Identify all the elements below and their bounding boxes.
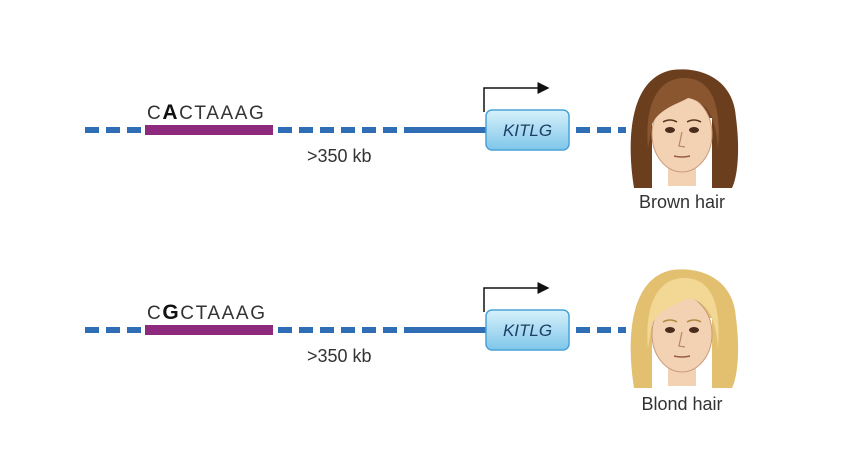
phenotype-label: Brown hair <box>638 192 726 212</box>
right-eye <box>689 327 699 333</box>
hair-front <box>647 78 719 148</box>
row-brown: KITLG <box>85 82 626 151</box>
sequence-label: CGCTAAAG <box>147 301 267 325</box>
sequence-prefix: C <box>147 303 163 324</box>
nose <box>678 331 686 348</box>
phenotype-label: Blond hair <box>641 394 723 414</box>
nose <box>678 131 686 148</box>
mouth <box>673 155 691 158</box>
gene-label: KITLG <box>503 121 552 140</box>
transcription-start-arrow <box>483 282 550 312</box>
mouth <box>673 355 691 358</box>
distance-label: >350 kb <box>307 346 372 366</box>
sequence-variant-base: A <box>162 101 180 124</box>
gene-box <box>485 309 570 351</box>
sequence-prefix: C <box>147 103 163 124</box>
face-brown-hair-illustration <box>630 69 739 189</box>
face-blond-hair-illustration <box>630 269 739 388</box>
hair-front <box>647 278 719 348</box>
eyebrows <box>662 319 702 323</box>
right-eye <box>689 127 699 133</box>
left-eye <box>665 127 675 133</box>
left-eye <box>665 327 675 333</box>
eyebrows <box>662 119 702 123</box>
sequence-suffix: CTAAAG <box>180 303 267 324</box>
transcription-start-arrow <box>483 82 550 112</box>
gene-label: KITLG <box>503 321 552 340</box>
sequence-variant-base: G <box>162 301 181 324</box>
gene-box <box>485 109 570 151</box>
sequence-suffix: CTAAAG <box>179 103 266 124</box>
sequence-label: CACTAAAG <box>147 101 265 125</box>
enhancer-segment <box>145 325 273 335</box>
enhancer-segment <box>145 125 273 135</box>
distance-label: >350 kb <box>307 146 372 166</box>
row-blond: KITLG <box>85 282 626 351</box>
